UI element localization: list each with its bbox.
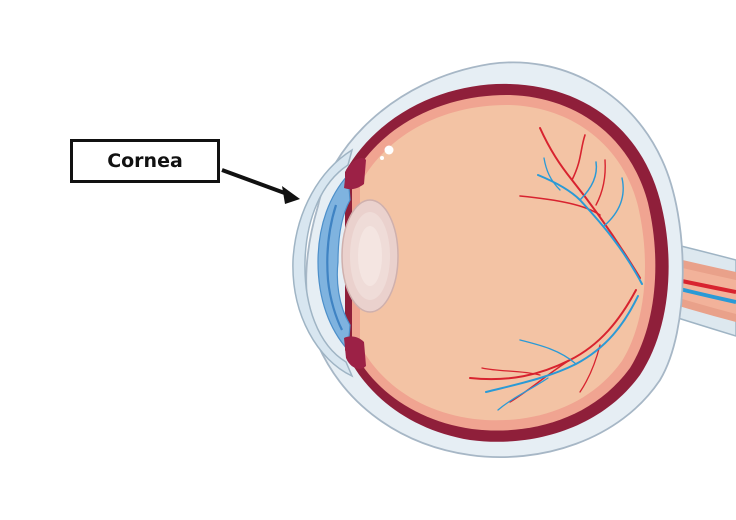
ciliary-body-top [344,158,366,190]
retinal-vessels-lower [469,289,639,411]
ciliary-body-bottom [344,336,366,369]
retinal-vessels-upper [519,127,643,285]
cornea-pointer-arrow [221,168,300,204]
cornea [292,148,354,378]
vitreous-body [360,104,645,421]
highlight-dot [384,145,394,155]
cornea-label: Cornea [107,150,183,172]
cornea-label-box: Cornea [70,139,220,183]
